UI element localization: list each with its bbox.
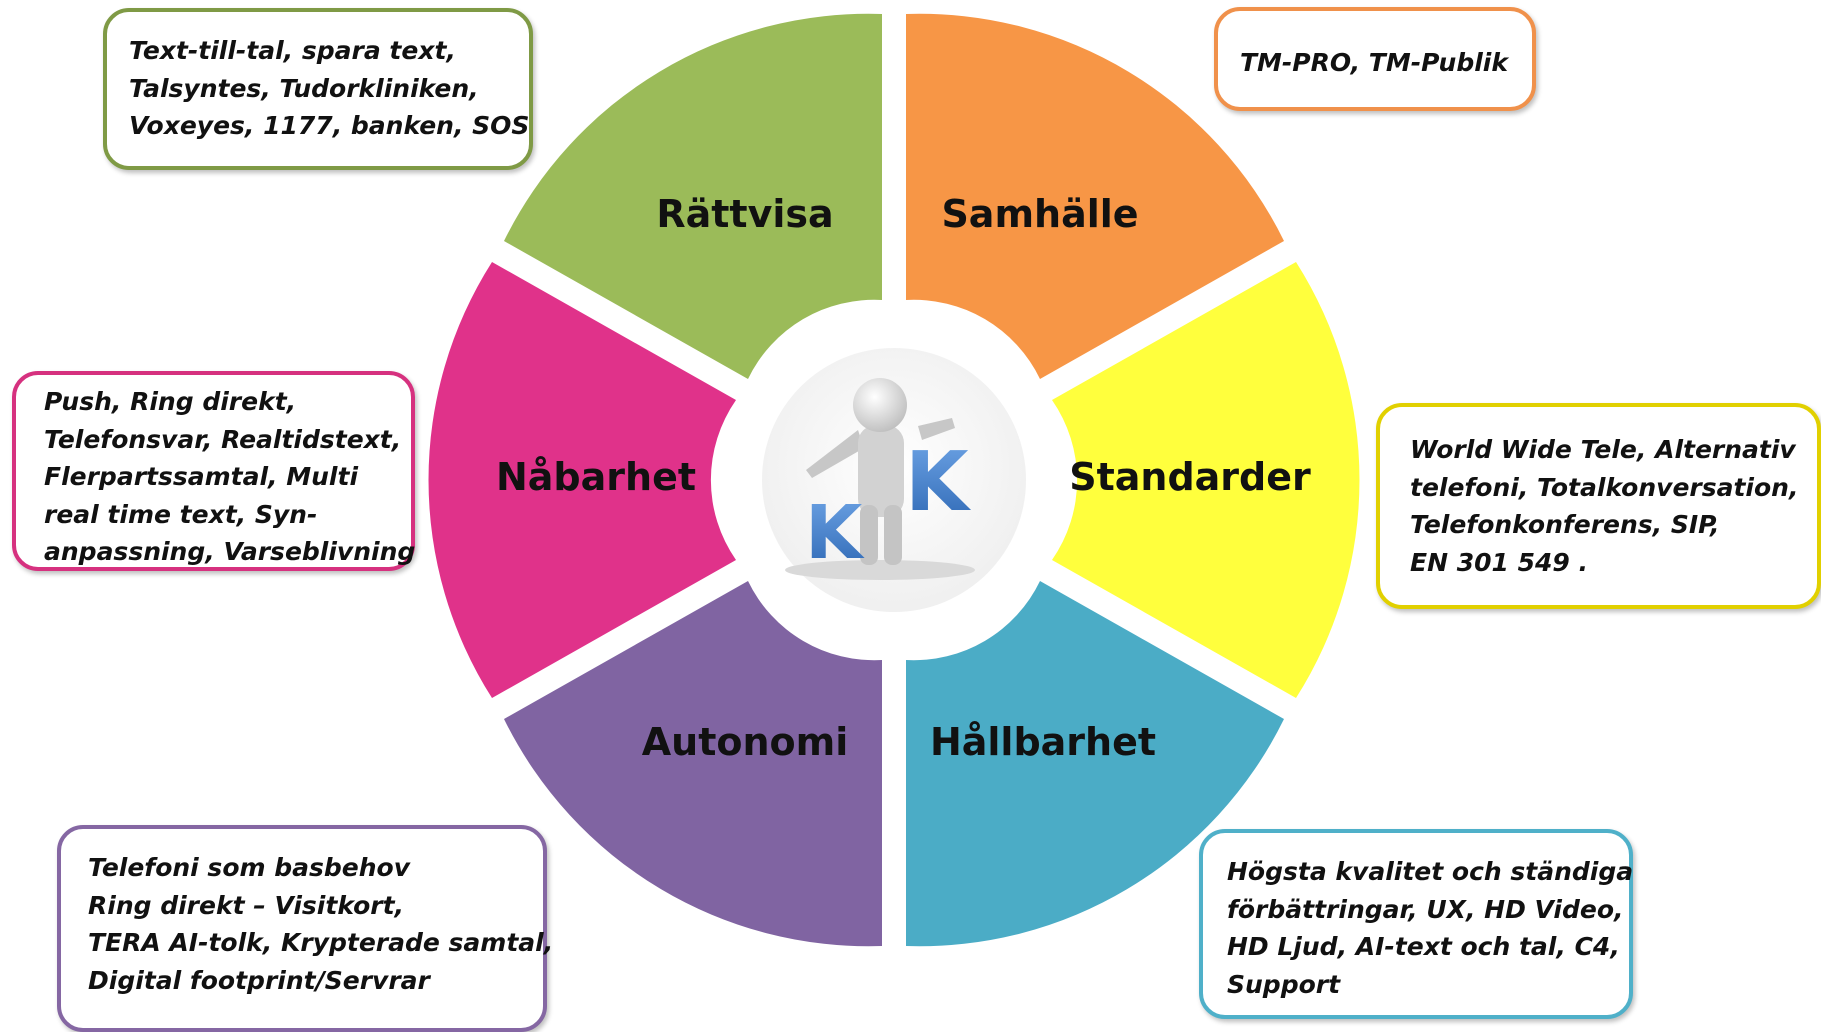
callout-line: real time text, Syn- (44, 499, 318, 529)
callout-line: Text-till-tal, spara text, (129, 36, 456, 65)
callout-line: Flerpartssamtal, Multi (44, 462, 359, 491)
callout-line: Support (1227, 969, 1341, 999)
segment-label-standarder: Standarder (1069, 455, 1311, 499)
segment-label-hallbarhet: Hållbarhet (930, 720, 1156, 764)
figure-head (853, 378, 907, 432)
segment-standarder (1052, 262, 1360, 698)
callout-line: HD Ljud, AI-text och tal, C4, (1227, 932, 1620, 961)
callout-line: Telefonsvar, Realtidstext, (44, 424, 402, 454)
logo-letter-k-right: K (905, 435, 972, 530)
callout-line: Push, Ring direkt, (44, 387, 297, 416)
callout-line: Högsta kvalitet och ständiga (1227, 857, 1634, 886)
callout-autonomi: Telefoni som basbehov Ring direkt – Visi… (57, 825, 554, 1032)
segment-hallbarhet (906, 581, 1284, 947)
callout-line: Talsyntes, Tudorkliniken, (129, 73, 479, 103)
callout-line: telefoni, Totalkonversation, (1410, 472, 1799, 502)
segment-rattvisa (504, 13, 882, 380)
callout-line: Ring direkt – Visitkort, (88, 890, 405, 920)
segment-label-samhalle: Samhälle (941, 192, 1138, 236)
callout-line: TM-PRO, TM-Publik (1240, 48, 1508, 77)
callout-line: Voxeyes, 1177, banken, SOS (129, 111, 530, 140)
callout-line: TERA AI-tolk, Krypterade samtal, (88, 928, 554, 957)
callout-rattvisa: Text-till-tal, spara text, Talsyntes, Tu… (103, 8, 533, 170)
segment-label-autonomi: Autonomi (642, 720, 849, 764)
logo-letter-k-left: K (805, 490, 865, 576)
segment-label-rattvisa: Rättvisa (656, 192, 833, 236)
callout-line: Telefonkonferens, SIP, (1410, 510, 1720, 539)
callout-line: Telefoni som basbehov (88, 853, 411, 882)
callout-line: anpassning, Varseblivning (44, 537, 416, 566)
segment-autonomi (504, 581, 882, 947)
center-logo: K K (785, 378, 975, 580)
segment-label-nabarhet: Nåbarhet (496, 455, 696, 499)
callout-standarder: World Wide Tele, Alternativ telefoni, To… (1376, 403, 1821, 609)
callout-line: EN 301 549 . (1410, 547, 1588, 577)
callout-line: World Wide Tele, Alternativ (1410, 435, 1796, 464)
callout-line: förbättringar, UX, HD Video, (1227, 894, 1624, 924)
callout-line: Digital footprint/Servrar (88, 965, 430, 995)
segment-samhalle (906, 13, 1284, 380)
callout-nabarhet: Push, Ring direkt, Telefonsvar, Realtids… (12, 371, 415, 571)
callout-samhalle: TM-PRO, TM-Publik (1214, 7, 1536, 111)
callout-hallbarhet: Högsta kvalitet och ständiga förbättring… (1199, 829, 1633, 1019)
segment-nabarhet (428, 262, 736, 698)
